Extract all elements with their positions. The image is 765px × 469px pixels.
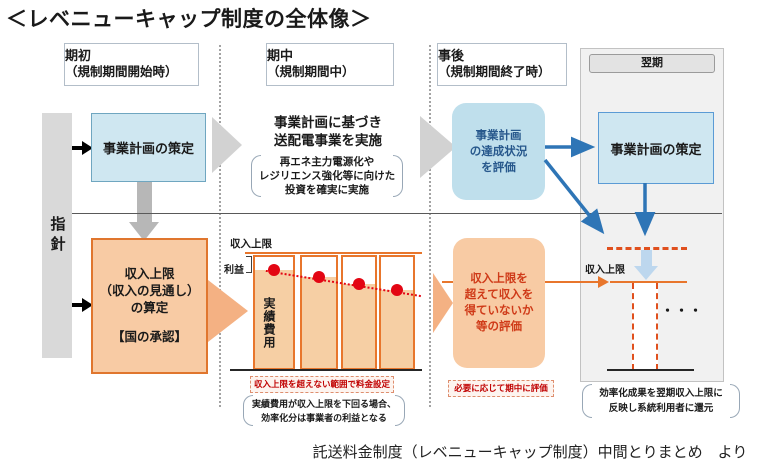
phase-header-initial: 期初 （規制期間開始時） bbox=[64, 43, 199, 86]
return-to-users-note: 効率化成果を翌期収入上限に 反映し系統利用者に還元 bbox=[582, 384, 740, 418]
next-chart-baseline bbox=[607, 369, 694, 371]
ellipsis-dots: ・・・ bbox=[661, 303, 704, 318]
gray-right-arrow-2 bbox=[420, 116, 456, 178]
profit-bracket bbox=[246, 256, 252, 273]
orange-right-arrow-2 bbox=[433, 273, 453, 333]
revenue-cap-calc-box: 収入上限 （収入の見通し） の算定 【国の承認】 bbox=[91, 238, 208, 374]
return-note-line2: 反映し系統利用者に還元 bbox=[608, 403, 714, 414]
lowered-cap-arrow bbox=[641, 250, 652, 266]
page-title: ＜レベニューキャップ制度の全体像＞ bbox=[6, 8, 372, 31]
guideline-label: 指針 bbox=[48, 215, 66, 256]
business-plan-box-initial: 事業計画の策定 bbox=[91, 113, 206, 182]
cost-bar-fill bbox=[343, 284, 375, 368]
phase-during-subtitle: （規制期間中） bbox=[267, 65, 355, 79]
separator-initial-during bbox=[219, 45, 221, 407]
cost-trend-dotted-line bbox=[265, 270, 421, 298]
price-setting-note: 収入上限を超えない範囲で料金設定 bbox=[250, 376, 394, 393]
guideline-arrow-top bbox=[72, 146, 82, 150]
achievement-line3: を評価 bbox=[481, 161, 516, 174]
business-plan-label: 事業計画の策定 bbox=[102, 141, 194, 156]
implementation-line1: 事業計画に基づき bbox=[274, 115, 382, 130]
phase-header-during: 期中 （規制期間中） bbox=[266, 43, 394, 86]
phase-header-after: 事後 （規制期間終了時） bbox=[437, 43, 567, 86]
orange-right-arrow-1 bbox=[208, 280, 248, 342]
revenue-check-line4: 等の評価 bbox=[476, 321, 522, 333]
cost-bar-2 bbox=[300, 255, 338, 370]
efficiency-note-line1: 実績費用が収入上限を下回る場合、 bbox=[251, 398, 396, 409]
actual-cost-label: 実績費用 bbox=[262, 297, 276, 349]
phase-after-title: 事後 bbox=[438, 48, 465, 63]
business-plan-box-next: 事業計画の策定 bbox=[598, 112, 714, 184]
phase-after-subtitle: （規制期間終了時） bbox=[438, 65, 551, 79]
guideline-arrow-bottom bbox=[72, 303, 82, 307]
source-caption: 託送料金制度（レベニューキャップ制度）中間とりまとめ より bbox=[312, 444, 748, 461]
cap-line-next bbox=[610, 281, 687, 283]
investment-note-line3: 投資を確実に実施 bbox=[285, 184, 369, 196]
revenue-check-line1: 収入上限を bbox=[470, 273, 528, 285]
investment-note-line2: レジリエンス強化等に向けた bbox=[258, 170, 396, 182]
achievement-evaluation-box: 事業計画 の達成状況 を評価 bbox=[452, 103, 545, 200]
guideline-arrow-bottom-head bbox=[82, 298, 93, 312]
horizontal-divider bbox=[72, 213, 722, 214]
interim-evaluation-note: 必要に応じて期中に評価 bbox=[448, 380, 554, 397]
guideline-arrow-top-head bbox=[82, 141, 93, 155]
phase-initial-subtitle: （規制期間開始時） bbox=[65, 65, 178, 79]
blue-arrows bbox=[543, 136, 656, 237]
gray-down-arrow bbox=[137, 180, 152, 223]
cap-calc-approval: 【国の承認】 bbox=[111, 330, 187, 344]
phase-during-title: 期中 bbox=[267, 48, 294, 63]
next-period-cost-bar bbox=[632, 283, 658, 370]
cost-bar-fill bbox=[302, 277, 336, 368]
cap-line-chart bbox=[245, 252, 422, 254]
achievement-line1: 事業計画 bbox=[475, 129, 522, 142]
efficiency-note: 実績費用が収入上限を下回る場合、 効率化分は事業者の利益となる bbox=[243, 395, 405, 426]
cost-bar-fill bbox=[381, 290, 413, 368]
achievement-line2: の達成状況 bbox=[469, 145, 528, 158]
next-period-tab: 翌期 bbox=[589, 54, 715, 73]
previous-cap-dashed-line bbox=[607, 247, 687, 250]
cap-calc-line3: の算定 bbox=[130, 301, 169, 315]
cap-label-chart: 収入上限 bbox=[230, 238, 272, 250]
implementation-text: 事業計画に基づき 送配電事業を実施 bbox=[250, 114, 406, 150]
cap-calc-line2: （収入の見通し） bbox=[99, 284, 200, 298]
revenue-check-box: 収入上限を 超えて収入を 得ていないか 等の評価 bbox=[453, 238, 545, 368]
gray-down-arrow-head bbox=[129, 222, 159, 241]
efficiency-note-line2: 効率化分は事業者の利益となる bbox=[261, 412, 387, 423]
investment-note: 再エネ主力電源化や レジリエンス強化等に向けた 投資を確実に実施 bbox=[251, 155, 403, 197]
return-note-line1: 効率化成果を翌期収入上限に bbox=[599, 388, 723, 399]
cap-calc-line1: 収入上限 bbox=[124, 267, 175, 281]
cost-bar-3 bbox=[341, 255, 377, 370]
arrow-to-next-cap bbox=[543, 158, 605, 235]
chart-baseline bbox=[230, 369, 422, 371]
revenue-check-line2: 超えて収入を bbox=[464, 289, 534, 301]
phase-initial-title: 期初 bbox=[65, 48, 92, 63]
profit-label: 利益 bbox=[224, 265, 244, 276]
investment-note-line1: 再エネ主力電源化や bbox=[279, 156, 375, 168]
cost-bar-4 bbox=[379, 255, 415, 370]
cap-label-next: 収入上限 bbox=[585, 265, 625, 276]
lowered-cap-arrow-head bbox=[634, 266, 658, 280]
business-plan-next-label: 事業計画の策定 bbox=[610, 141, 702, 157]
cap-line-arrowhead bbox=[598, 276, 609, 288]
separator-during-after bbox=[429, 45, 431, 407]
revenue-check-line3: 得ていないか bbox=[464, 305, 534, 317]
gray-right-arrow-1 bbox=[212, 117, 242, 173]
guideline-bar: 指針 bbox=[42, 113, 72, 358]
implementation-line2: 送配電事業を実施 bbox=[274, 133, 382, 148]
